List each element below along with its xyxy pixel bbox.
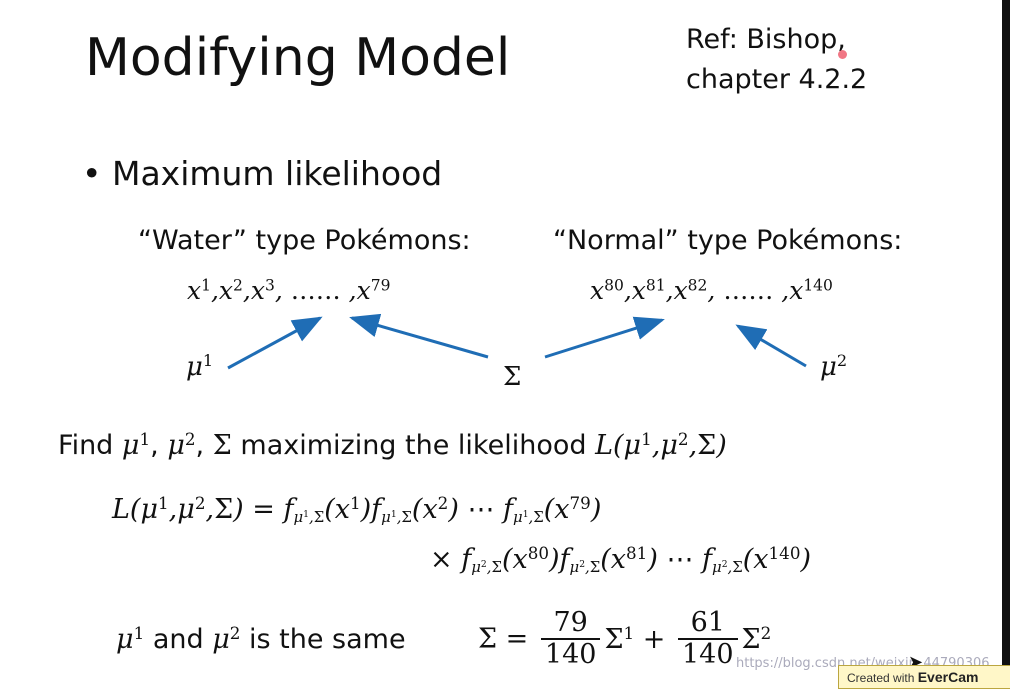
right-edge-bar [1002,0,1010,682]
reference-line-1: Ref: Bishop, [686,24,846,55]
arrow-sigma-to-water [349,313,489,359]
bullet-point: • Maximum likelihood [82,154,442,193]
reference-note: Ref: Bishop, chapter 4.2.2 [686,20,867,100]
water-type-label: “Water” type Pokémons: [138,225,471,256]
normal-type-label: “Normal” type Pokémons: [553,225,903,256]
arrow-mu2-to-normal [735,324,807,368]
arrow-mu1-to-water [227,316,323,370]
mu1-symbol: μ1 [186,351,214,382]
pointer-dot-icon [838,50,847,59]
normal-sequence: x80,x81,x82, …… ,x140 [590,276,833,305]
sigma-symbol: Σ [503,362,522,392]
reference-line-2: chapter 4.2.2 [686,64,868,95]
bullet-text: Maximum likelihood [111,154,443,193]
find-statement: Find μ1, μ2, Σ maximizing the likelihood… [58,428,727,461]
mu2-symbol: μ2 [820,351,848,382]
evercam-badge: Created with EverCam [838,665,1010,689]
likelihood-equation-line-2: × fμ2,Σ(x80)fμ2,Σ(x81) ⋯ fμ2,Σ(x140) [430,542,812,577]
arrow-sigma-to-normal [544,316,665,359]
water-sequence: x1,x2,x3, …… ,x79 [187,276,391,305]
likelihood-equation-line-1: L(μ1,μ2,Σ) = fμ1,Σ(x1)fμ1,Σ(x2) ⋯ fμ1,Σ(… [112,492,602,527]
slide-title: Modifying Model [85,28,511,88]
bullet-icon: • [82,154,112,193]
same-mean-statement: μ1 and μ2 is the same [116,622,406,655]
